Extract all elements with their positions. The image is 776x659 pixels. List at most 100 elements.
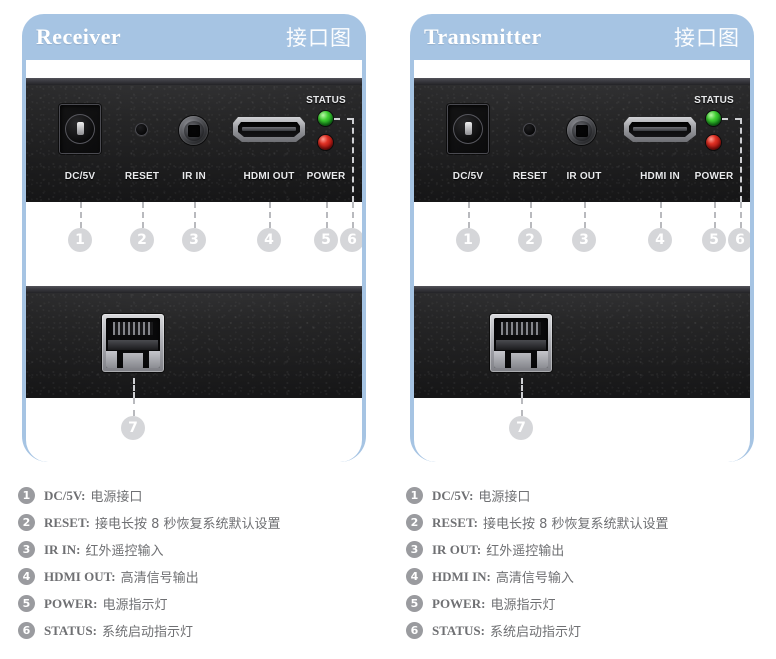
legend-term: RESET:	[432, 514, 478, 530]
dc-jack-label: DC/5V	[64, 171, 96, 182]
ir-jack-label: IR IN	[182, 171, 206, 182]
transmitter-rear-panel	[414, 286, 750, 398]
rj45-cavity-icon	[494, 318, 548, 368]
legend-item: 6 STATUS: 系统启动指示灯	[18, 617, 378, 644]
legend-item: 1 DC/5V: 电源接口	[406, 482, 766, 509]
legend-desc: 高清信号输入	[495, 571, 574, 586]
power-led-label: POWER	[306, 171, 346, 182]
power-led-label: POWER	[694, 171, 734, 182]
receiver-rear-panel	[26, 286, 362, 398]
transmitter-legend: 1 DC/5V: 电源接口 2 RESET: 接电长按 8 秒恢复系统默认设置 …	[406, 482, 766, 644]
rj45-left-shoulder-icon	[494, 351, 505, 368]
ir-ring-icon	[571, 120, 592, 141]
legend-term: DC/5V:	[432, 487, 474, 503]
leader-3	[194, 202, 196, 228]
legend-badge: 4	[18, 568, 35, 585]
legend-item: 2 RESET: 接电长按 8 秒恢复系统默认设置	[18, 509, 378, 536]
status-leader-horizontal	[722, 118, 741, 120]
power-led	[318, 135, 333, 150]
rj45-latch-icon	[511, 353, 531, 368]
legend-desc: 红外遥控输入	[85, 544, 164, 559]
legend-term: IR OUT:	[432, 541, 482, 557]
status-led	[706, 111, 721, 126]
receiver-titlebar: Receiver 接口图	[22, 14, 366, 60]
rj45-port[interactable]	[490, 314, 552, 372]
rj45-right-shoulder-icon	[537, 351, 548, 368]
legend-term: DC/5V:	[44, 487, 86, 503]
status-leader-vertical	[740, 118, 742, 202]
legend-item: 6 STATUS: 系统启动指示灯	[406, 617, 766, 644]
leader-4	[269, 202, 271, 228]
reset-hole[interactable]	[135, 123, 148, 136]
legend-desc: 接电长按 8 秒恢复系统默认设置	[483, 517, 669, 532]
legend-badge: 2	[406, 514, 423, 531]
callout-1: 1	[68, 228, 92, 252]
legend-badge: 5	[406, 595, 423, 612]
receiver-front-panel: DC/5V RESET IR IN HDMI OUT STATUS	[26, 78, 362, 202]
ir-ring-icon	[183, 120, 204, 141]
legend-term: HDMI IN:	[432, 568, 491, 584]
hdmi-port[interactable]	[233, 117, 305, 142]
legend-badge: 2	[18, 514, 35, 531]
legend-term: IR IN:	[44, 541, 81, 557]
callout-4: 4	[648, 228, 672, 252]
callout-3: 3	[182, 228, 206, 252]
dc-jack[interactable]	[59, 104, 101, 154]
rj45-left-shoulder-icon	[106, 351, 117, 368]
legend-badge: 1	[18, 487, 35, 504]
legend-badge: 5	[18, 595, 35, 612]
legend-term: STATUS:	[44, 622, 97, 638]
leader-6	[352, 202, 354, 228]
reset-label: RESET	[124, 171, 160, 182]
transmitter-titlebar: Transmitter 接口图	[410, 14, 754, 60]
rj45-shelf-icon	[496, 340, 546, 350]
leader-5	[326, 202, 328, 228]
receiver-legend: 1 DC/5V: 电源接口 2 RESET: 接电长按 8 秒恢复系统默认设置 …	[18, 482, 378, 644]
callout-3: 3	[572, 228, 596, 252]
leader-1	[468, 202, 470, 228]
ir-jack-label: IR OUT	[566, 171, 602, 182]
legend-desc: 电源接口	[90, 490, 143, 505]
legend-item: 5 POWER: 电源指示灯	[18, 590, 378, 617]
rj45-port[interactable]	[102, 314, 164, 372]
legend-badge: 4	[406, 568, 423, 585]
callout-2: 2	[130, 228, 154, 252]
legend-desc: 系统启动指示灯	[101, 625, 193, 640]
receiver-card: Receiver 接口图 DC/5V RESET	[22, 14, 366, 462]
legend-desc: 电源指示灯	[490, 598, 556, 613]
leader-4	[660, 202, 662, 228]
dc-barrel-icon	[453, 114, 483, 144]
dc-jack[interactable]	[447, 104, 489, 154]
dc-pin-icon	[464, 122, 472, 135]
legend-term: RESET:	[44, 514, 90, 530]
legend-term: HDMI OUT:	[44, 568, 116, 584]
legend-item: 3 IR OUT: 红外遥控输出	[406, 536, 766, 563]
leader-1	[80, 202, 82, 228]
leader-2	[530, 202, 532, 228]
legend-item: 4 HDMI OUT: 高清信号输出	[18, 563, 378, 590]
transmitter-card: Transmitter 接口图 DC/5V RESET	[410, 14, 754, 462]
legend-desc: 系统启动指示灯	[489, 625, 581, 640]
legend-badge: 3	[18, 541, 35, 558]
hdmi-cavity-icon	[238, 122, 300, 137]
leader-7-inner	[521, 378, 523, 398]
status-led-label: STATUS	[306, 95, 346, 106]
status-leader-horizontal	[334, 118, 353, 120]
receiver-card-body: DC/5V RESET IR IN HDMI OUT STATUS	[26, 64, 362, 462]
reset-hole[interactable]	[523, 123, 536, 136]
rj45-shelf-icon	[108, 340, 158, 350]
legend-desc: 电源接口	[478, 490, 531, 505]
leader-3	[584, 202, 586, 228]
legend-term: POWER:	[44, 595, 98, 611]
hdmi-port[interactable]	[624, 117, 696, 142]
legend-badge: 6	[406, 622, 423, 639]
ir-jack[interactable]	[567, 116, 596, 145]
receiver-column: Receiver 接口图 DC/5V RESET	[18, 14, 378, 644]
leader-7-inner	[133, 378, 135, 398]
dc-pin-icon	[76, 122, 84, 135]
leader-7	[521, 398, 523, 416]
ir-jack[interactable]	[179, 116, 208, 145]
legend-term: POWER:	[432, 595, 486, 611]
legend-desc: 接电长按 8 秒恢复系统默认设置	[95, 517, 281, 532]
